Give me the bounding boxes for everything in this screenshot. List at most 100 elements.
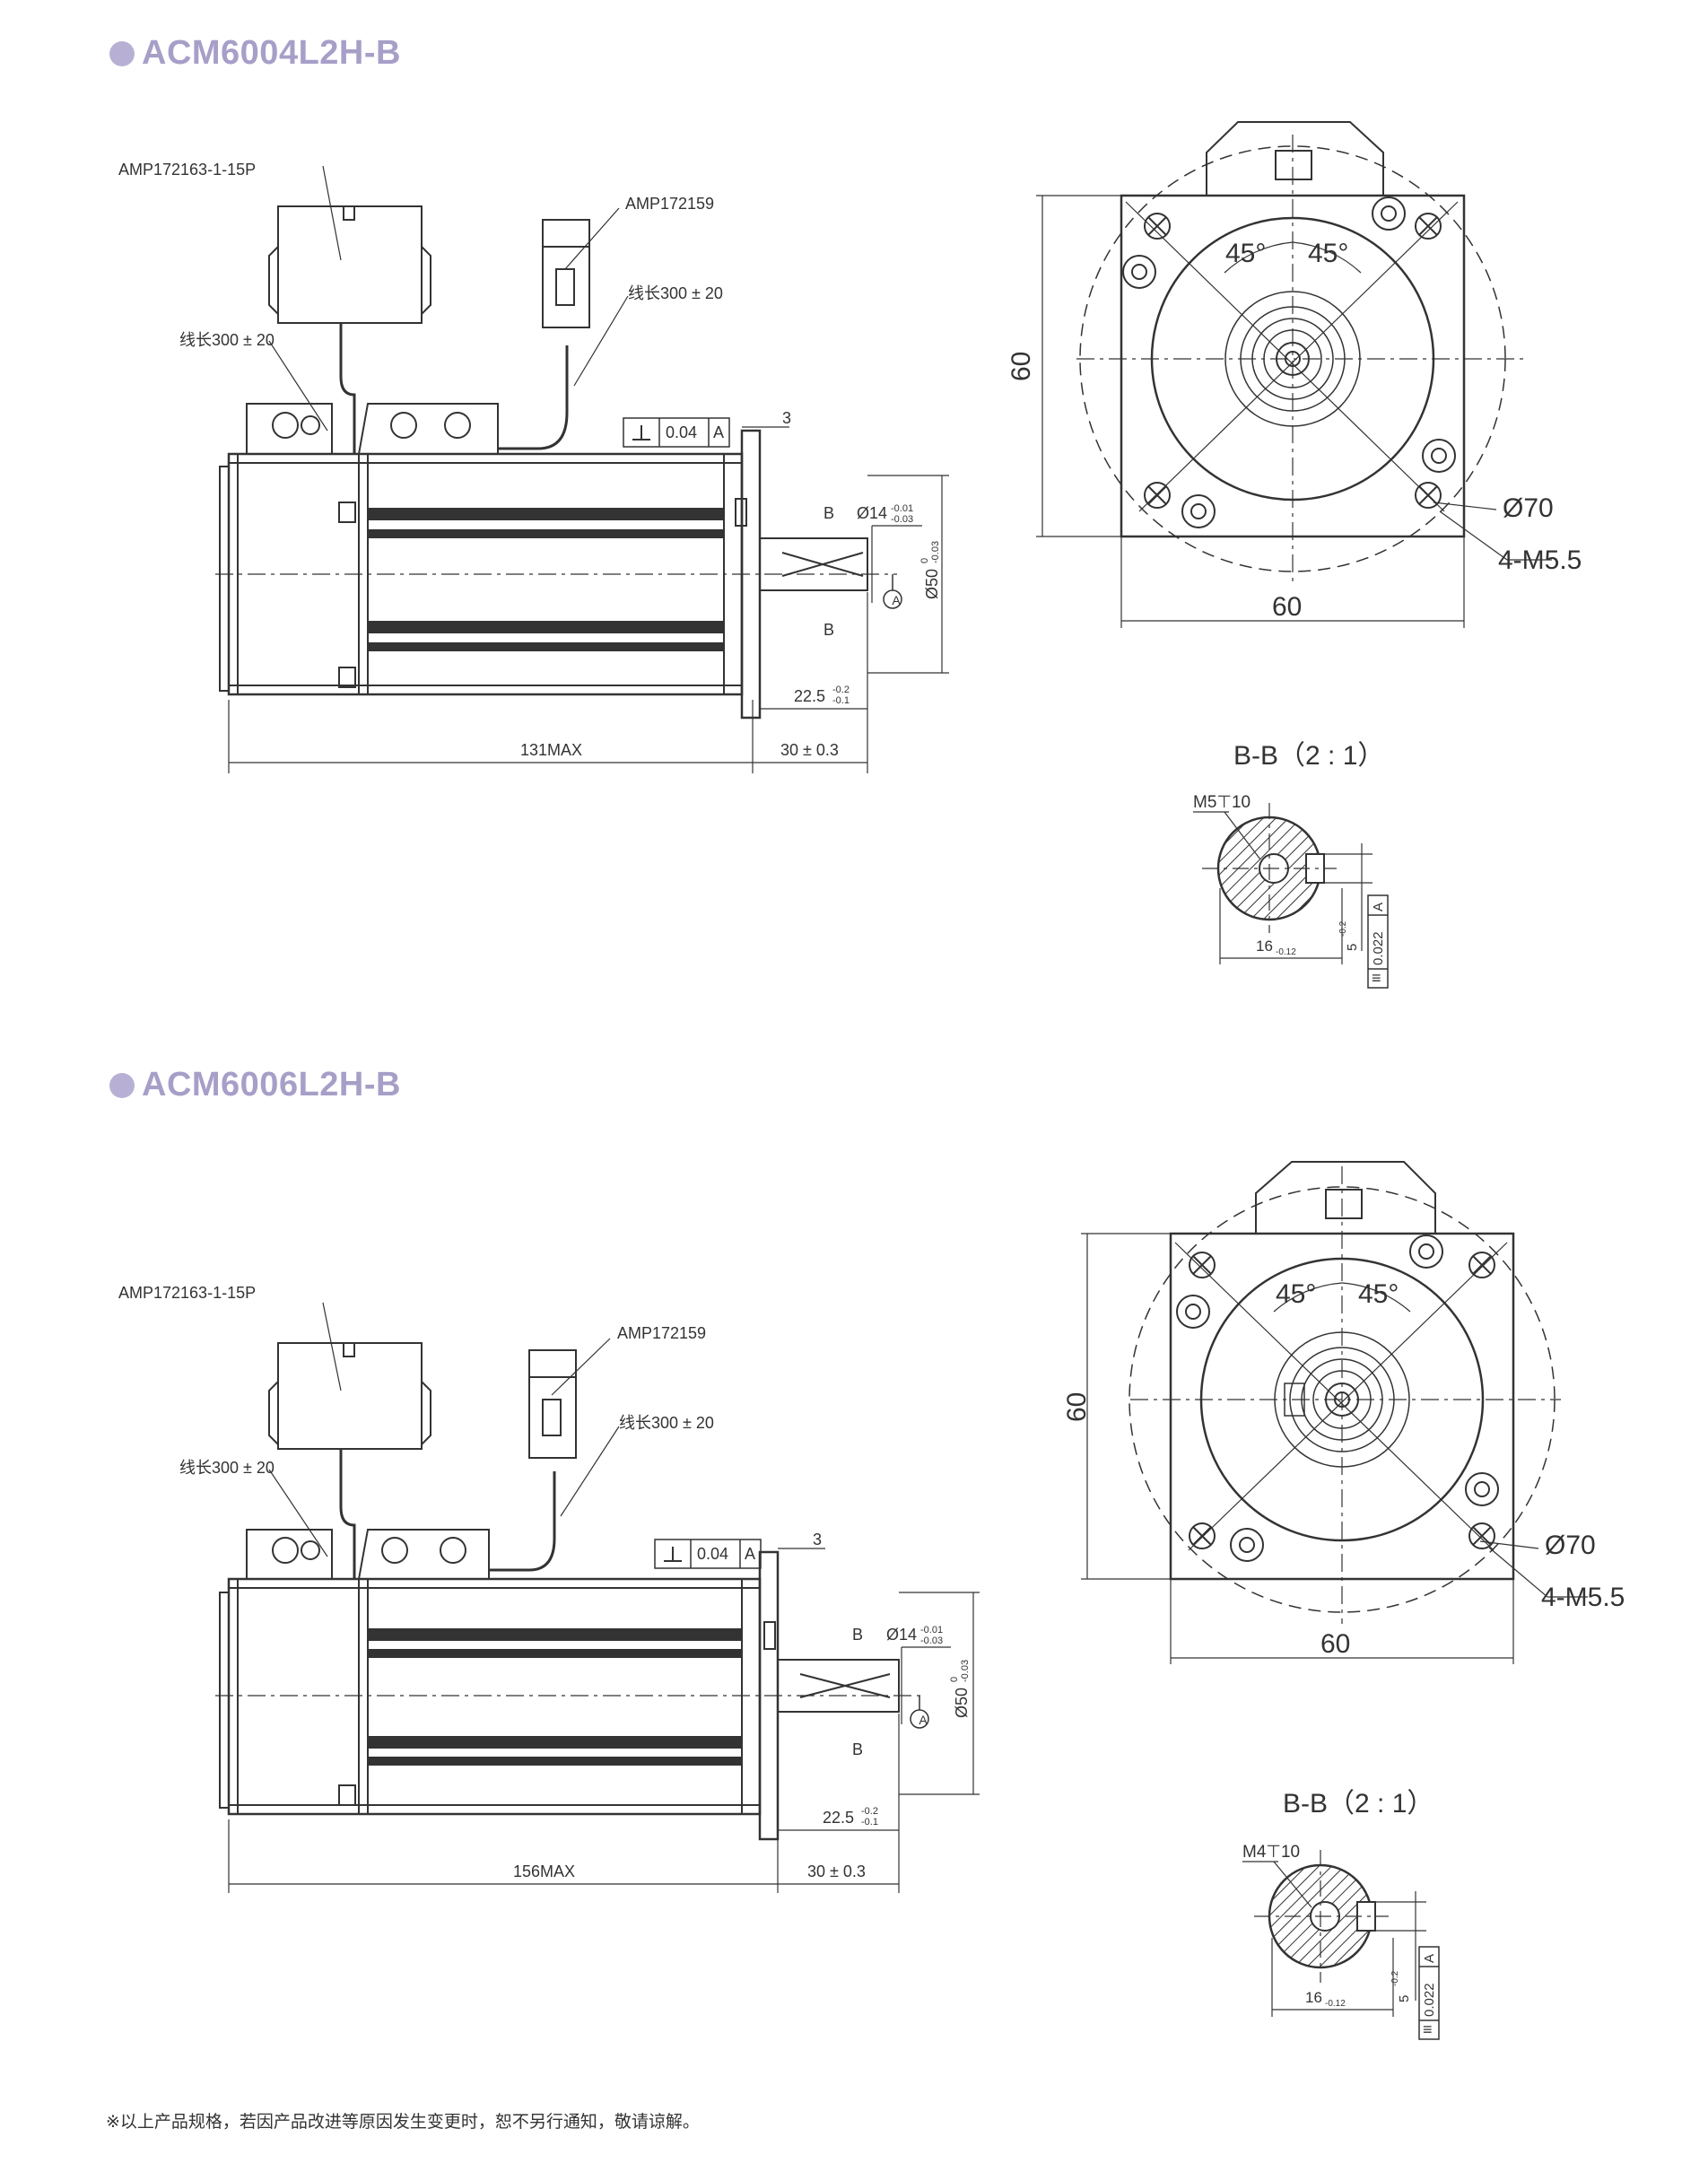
- tolerance-frame: [623, 417, 730, 448]
- pcd-label: Ø70: [1503, 493, 1554, 523]
- cooling-fin: [368, 1736, 742, 1749]
- section-mark-top: B: [852, 1626, 863, 1644]
- cable-1-length-label: 线长300 ± 20: [179, 331, 274, 349]
- front-height-label: 60: [1062, 1392, 1092, 1422]
- front-width-label: 60: [1320, 1629, 1350, 1659]
- connector-housing: [246, 403, 333, 454]
- bolt-boss: [1230, 1528, 1264, 1562]
- section-mark-bottom: B: [852, 1740, 863, 1758]
- side-view: [215, 165, 949, 773]
- mounting-hole: [1468, 1252, 1495, 1278]
- mounting-hole: [1468, 1522, 1495, 1549]
- holes-label: 4-M5.5: [1541, 1583, 1625, 1612]
- spigot-diameter-tol-lower: -0.03: [960, 1660, 971, 1682]
- mounting-hole: [1415, 213, 1442, 240]
- connector-housing: [246, 1529, 333, 1579]
- angle-right-label: 45°: [1358, 1279, 1399, 1309]
- drawing-1-title-text: ACM6004L2H-B: [142, 34, 401, 72]
- shaft-diameter-tol-upper: -0.01: [891, 503, 913, 514]
- connector-2-label: AMP172159: [625, 195, 714, 213]
- connector-block: [1206, 121, 1384, 196]
- connector-1-label: AMP172163-1-15P: [118, 1284, 256, 1302]
- section-key-tol: -0.2: [1338, 920, 1348, 937]
- title-bullet-icon: [109, 1072, 135, 1098]
- front-view: [1081, 1161, 1588, 1664]
- connector-2-label: AMP172159: [617, 1324, 706, 1342]
- spigot-diameter-tol-upper: 0: [949, 1677, 960, 1682]
- shaft-diameter-label: Ø14: [857, 504, 887, 522]
- cable-2: [489, 1471, 556, 1572]
- drawing-2: AMP172163-1-15P AMP172159 线长300 ± 20 线长3…: [118, 1161, 1625, 2040]
- drawing-1-title: ACM6004L2H-B: [109, 34, 401, 73]
- symmetry-datum: A: [1422, 1954, 1437, 1963]
- datum-a-label: A: [919, 1713, 928, 1727]
- holes-label: 4-M5.5: [1498, 545, 1582, 575]
- shaft-diameter-label: Ø14: [886, 1626, 917, 1644]
- cooling-fin: [368, 1649, 742, 1658]
- section-thread-label: M4⊤10: [1242, 1843, 1300, 1862]
- bolt-boss: [1409, 1234, 1443, 1269]
- symmetry-datum: A: [1371, 903, 1386, 912]
- symmetry-frame: [1418, 1946, 1440, 2040]
- bolt-boss: [1422, 439, 1456, 473]
- connector-amp172163-body: [277, 205, 423, 324]
- key-length-label: 22.5: [794, 687, 825, 705]
- flange-thickness-label: 3: [782, 409, 791, 427]
- key-length-tol-upper: -0.2: [832, 685, 850, 695]
- section-view: [1242, 1850, 1440, 2040]
- connector-amp172163-body: [277, 1342, 423, 1450]
- mounting-hole: [1144, 482, 1171, 509]
- datum-a-label: A: [892, 593, 901, 607]
- cable-1-length-label: 线长300 ± 20: [179, 1459, 274, 1477]
- cable-1: [339, 1449, 356, 1579]
- pcd-label: Ø70: [1545, 1531, 1596, 1560]
- front-width-label: 60: [1272, 592, 1302, 622]
- shaft-length-label: 30 ± 0.3: [780, 741, 839, 759]
- mounting-hole: [1189, 1252, 1216, 1278]
- symmetry-value: 0.022: [1422, 1983, 1437, 2017]
- cable-1: [339, 323, 356, 454]
- front-height-label: 60: [1006, 352, 1036, 381]
- cooling-fin: [368, 529, 724, 538]
- shaft: [759, 537, 868, 591]
- shaft-diameter-tol-lower: -0.03: [891, 514, 913, 525]
- spigot-diameter-label: Ø50: [953, 1688, 971, 1718]
- section-title: B-B（2 : 1）: [1283, 1789, 1434, 1819]
- title-bullet-icon: [109, 40, 135, 66]
- motor-body: [227, 1577, 762, 1816]
- key-length-tol-lower: -0.1: [861, 1817, 878, 1827]
- bolt-boss: [1465, 1472, 1499, 1506]
- spigot-diameter-tol-lower: -0.03: [930, 541, 941, 563]
- cooling-fin: [368, 642, 724, 651]
- bolt-boss: [1181, 494, 1216, 528]
- cooling-fin: [368, 621, 724, 633]
- cooling-fin: [368, 1628, 742, 1641]
- connector-1-label: AMP172163-1-15P: [118, 161, 256, 179]
- angle-left-label: 45°: [1225, 239, 1266, 268]
- symmetry-frame: [1367, 894, 1389, 989]
- symmetry-value: 0.022: [1371, 931, 1386, 965]
- spigot-diameter-tol-upper: 0: [919, 558, 930, 563]
- cooling-fin: [368, 508, 724, 520]
- body-length-label: 156MAX: [513, 1862, 575, 1880]
- angle-left-label: 45°: [1276, 1279, 1316, 1309]
- bolt-boss: [1122, 255, 1156, 289]
- bolt-boss: [1372, 196, 1406, 231]
- tolerance-frame: [654, 1539, 762, 1569]
- front-view: [1036, 121, 1552, 628]
- section-mark-bottom: B: [824, 621, 834, 639]
- key-length-label: 22.5: [823, 1809, 854, 1827]
- drawing-2-title: ACM6006L2H-B: [109, 1066, 401, 1104]
- drawing-1: AMP172163-1-15P AMP172159 线长300 ± 20 线长3…: [118, 121, 1582, 989]
- section-key-label: 5: [1397, 1995, 1412, 2002]
- tolerance-datum: A: [745, 1545, 755, 1563]
- section-thread-label: M5⊤10: [1193, 793, 1250, 812]
- flange-thickness-label: 3: [813, 1531, 822, 1548]
- connector-amp172159-body: [528, 1349, 577, 1459]
- cable-2: [498, 345, 569, 450]
- key-length-tol-upper: -0.2: [861, 1806, 878, 1817]
- section-key-label: 5: [1345, 944, 1360, 951]
- body-length-label: 131MAX: [520, 741, 582, 759]
- shaft-diameter-tol-upper: -0.01: [920, 1625, 943, 1636]
